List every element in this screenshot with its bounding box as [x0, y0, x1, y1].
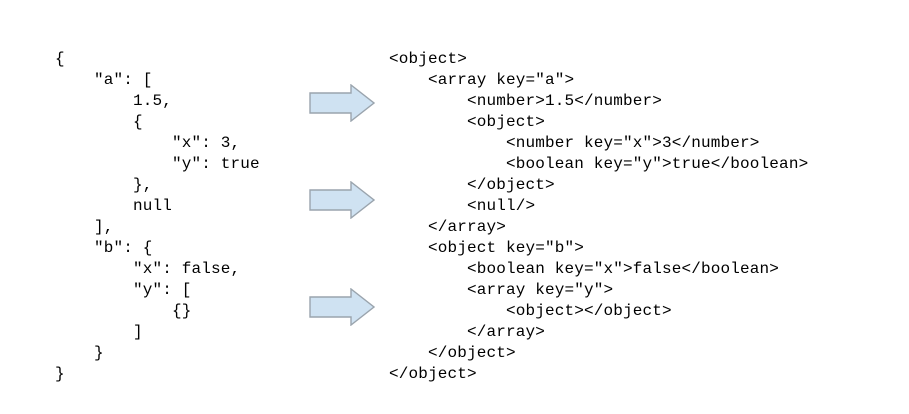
xml-result-line: <array key="y">	[389, 281, 614, 299]
json-source-line: "x": false,	[55, 260, 241, 278]
xml-result-line: <number>1.5</number>	[389, 92, 663, 110]
xml-result-line: </array>	[389, 218, 507, 236]
xml-result-line: <null/>	[389, 197, 536, 215]
json-source-line: },	[55, 176, 153, 194]
json-source-block: { "a": [ 1.5, { "x": 3, "y": true }, nul…	[55, 49, 260, 385]
xml-result-line: <number key="x">3</number>	[389, 134, 760, 152]
json-source-line: }	[55, 344, 104, 362]
json-source-line: "b": {	[55, 239, 153, 257]
json-source-line: ],	[55, 218, 114, 236]
json-source-line: {	[55, 113, 143, 131]
json-source-line: }	[55, 365, 65, 383]
json-source-line: {	[55, 50, 65, 68]
json-source-line: null	[55, 197, 173, 215]
right-block-arrow-icon	[309, 181, 375, 219]
json-source-line: ]	[55, 323, 143, 341]
right-block-arrow-icon	[309, 288, 375, 326]
xml-result-line: </object>	[389, 365, 477, 383]
xml-result-line: <boolean key="x">false</boolean>	[389, 260, 780, 278]
xml-result-line: <object></object>	[389, 302, 672, 320]
json-source-line: "y": true	[55, 155, 260, 173]
right-block-arrow-icon	[309, 84, 375, 122]
xml-result-line: <array key="a">	[389, 71, 575, 89]
xml-result-line: <object>	[389, 113, 546, 131]
xml-result-line: </array>	[389, 323, 546, 341]
json-source-line: "y": [	[55, 281, 192, 299]
json-source-line: "x": 3,	[55, 134, 241, 152]
xml-result-block: <object> <array key="a"> <number>1.5</nu…	[389, 49, 808, 385]
xml-result-line: </object>	[389, 176, 555, 194]
xml-result-line: <object key="b">	[389, 239, 585, 257]
json-source-line: "a": [	[55, 71, 153, 89]
xml-result-line: <boolean key="y">true</boolean>	[389, 155, 809, 173]
xml-result-line: </object>	[389, 344, 516, 362]
json-source-line: 1.5,	[55, 92, 173, 110]
json-source-line: {}	[55, 302, 192, 320]
xml-result-line: <object>	[389, 50, 468, 68]
